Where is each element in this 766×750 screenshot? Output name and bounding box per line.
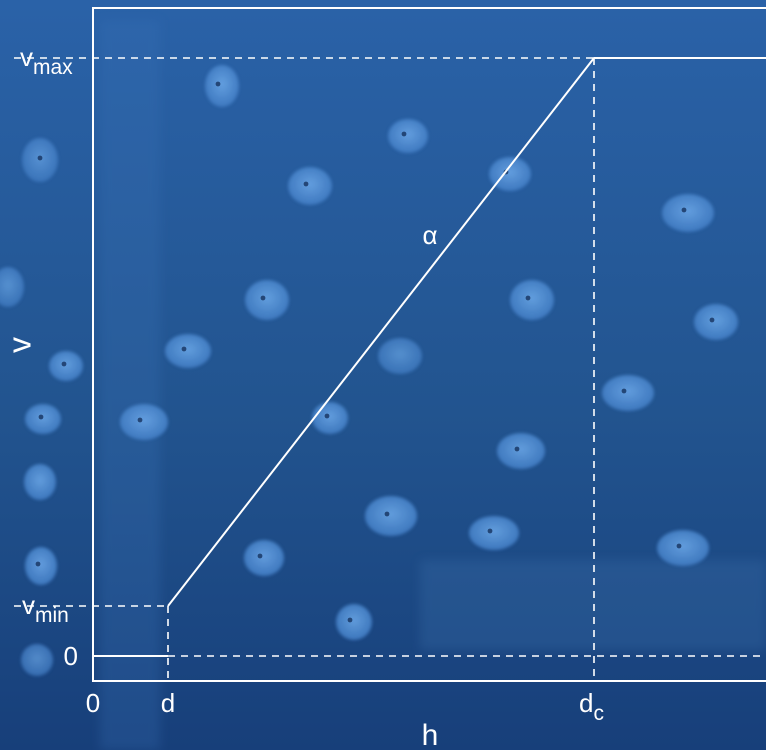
slope-annotation: α (422, 220, 437, 250)
x-axis-title: h (422, 719, 439, 750)
y-tick-label: 0 (64, 641, 78, 671)
x-tick-label: d (161, 688, 175, 718)
y-tick-label: vmax (20, 42, 73, 79)
y-tick-label: vmin (22, 590, 69, 627)
x-tick-label: 0 (86, 688, 100, 718)
labels-group: 0 d dc 0 vmin vmax h v α (1, 42, 604, 750)
y-axis-title: v (1, 337, 37, 353)
series-line (167, 57, 766, 607)
haze-band (100, 20, 160, 750)
plot-frame (92, 7, 766, 682)
haze-band (420, 560, 766, 650)
x-tick-label: dc (579, 688, 604, 725)
axes (14, 7, 766, 682)
series-group (167, 57, 766, 607)
fish-group (0, 65, 738, 676)
